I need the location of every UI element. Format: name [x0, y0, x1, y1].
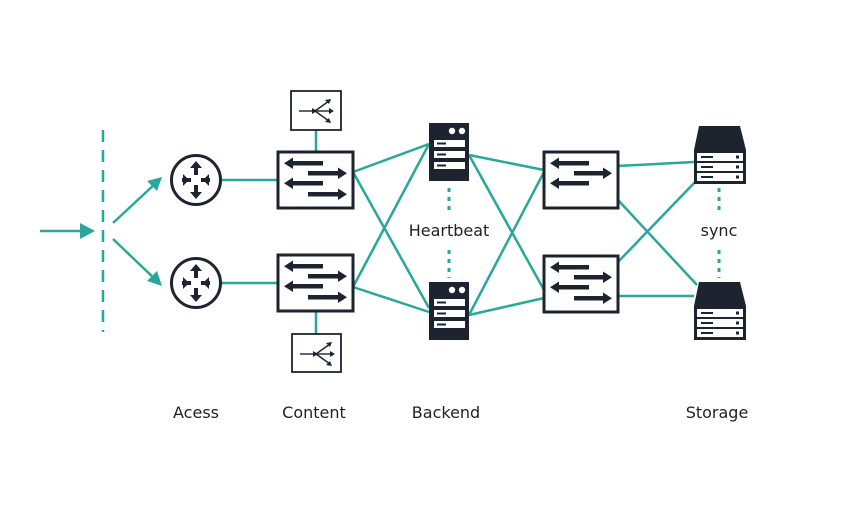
link-to-router-bottom: [112, 238, 157, 281]
dotted-links: [447, 188, 721, 278]
server-icon: [429, 123, 469, 181]
link-rs-top-st-top: [617, 160, 695, 168]
content-column-label: Content: [282, 403, 346, 422]
link-to-router-top: [112, 182, 157, 224]
link-cs-bottom-srv-bottom: [352, 285, 430, 314]
switch-icon: [276, 150, 355, 210]
link-rs-bottom-st-top: [617, 179, 698, 263]
link-rs-top-st-bottom: [617, 199, 698, 286]
load-balancer-icon: [291, 333, 342, 373]
link-srv-bottom-rs-bottom: [468, 296, 545, 317]
arrowhead-router-bottom: [147, 271, 162, 286]
backend-column-label: Backend: [411, 403, 481, 422]
links: [40, 130, 698, 334]
storage-icon: [694, 282, 746, 340]
arrowhead-router-top: [147, 177, 162, 191]
access-column-label: Acess: [173, 403, 219, 422]
storage-column-label: Storage: [685, 403, 749, 422]
storage-icon: [694, 126, 746, 184]
router-icon: [170, 257, 222, 309]
arrowhead-incoming: [80, 223, 95, 239]
heartbeat-label: Heartbeat: [408, 221, 490, 240]
switch-icon: [542, 254, 620, 314]
sync-label: sync: [700, 221, 738, 240]
switch-icon: [276, 253, 355, 313]
link-cs-top-srv-top: [352, 142, 430, 174]
server-icon: [429, 282, 469, 340]
link-cs-bottom-srv-top: [351, 143, 431, 288]
link-cs-top-srv-bottom: [351, 171, 431, 309]
load-balancer-icon: [290, 90, 342, 131]
arrowheads: [80, 177, 162, 286]
link-srv-bottom-rs-top: [467, 171, 546, 316]
link-srv-top-rs-top: [468, 153, 545, 172]
router-icon: [170, 154, 222, 206]
switch-icon: [542, 150, 620, 210]
link-srv-top-rs-bottom: [467, 154, 546, 291]
